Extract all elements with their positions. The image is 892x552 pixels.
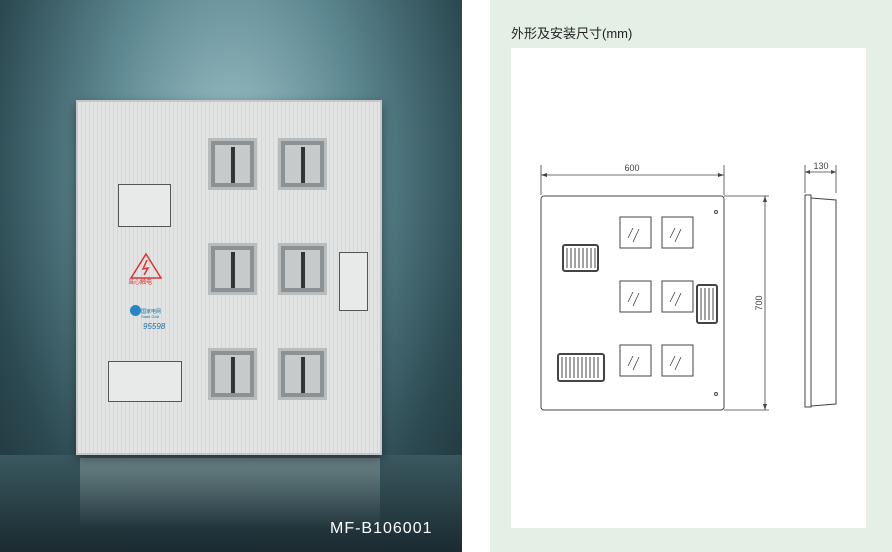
upper-vent-panel [118,184,171,227]
meter-cabinet: 当心触电 国家电网 State Grid 95598 [76,100,382,455]
drawing-title: 外形及安装尺寸(mm) [511,26,633,41]
hotline: 95598 [143,322,166,331]
height-dimension: 700 [754,295,764,310]
meter-window [278,138,327,190]
lower-vent [557,353,605,382]
floor-reflection [0,455,462,552]
product-photo: 当心触电 国家电网 State Grid 95598 MF-B106001 [0,0,462,552]
side-view-outline [810,197,837,407]
meter-window [208,138,257,190]
door-latch[interactable] [339,252,368,311]
state-grid-logo-icon [130,305,141,316]
meter-window [208,348,257,400]
meter-window [278,243,327,295]
high-voltage-warning-icon [129,252,163,279]
latch [696,284,718,324]
width-dimension: 600 [624,163,639,173]
warning-text: 当心触电 [128,280,153,286]
drawing-sheet [511,48,866,528]
brand-name-en: State Grid [141,314,160,319]
lower-vent-panel [108,361,182,402]
cabinet-reflection [80,458,380,528]
model-number: MF-B106001 [330,520,433,537]
meter-window [208,243,257,295]
upper-vent [562,244,599,272]
brand-name: 国家电网 [141,309,162,315]
depth-dimension: 130 [813,161,828,171]
front-view-outline [540,195,725,411]
meter-window [278,348,327,400]
